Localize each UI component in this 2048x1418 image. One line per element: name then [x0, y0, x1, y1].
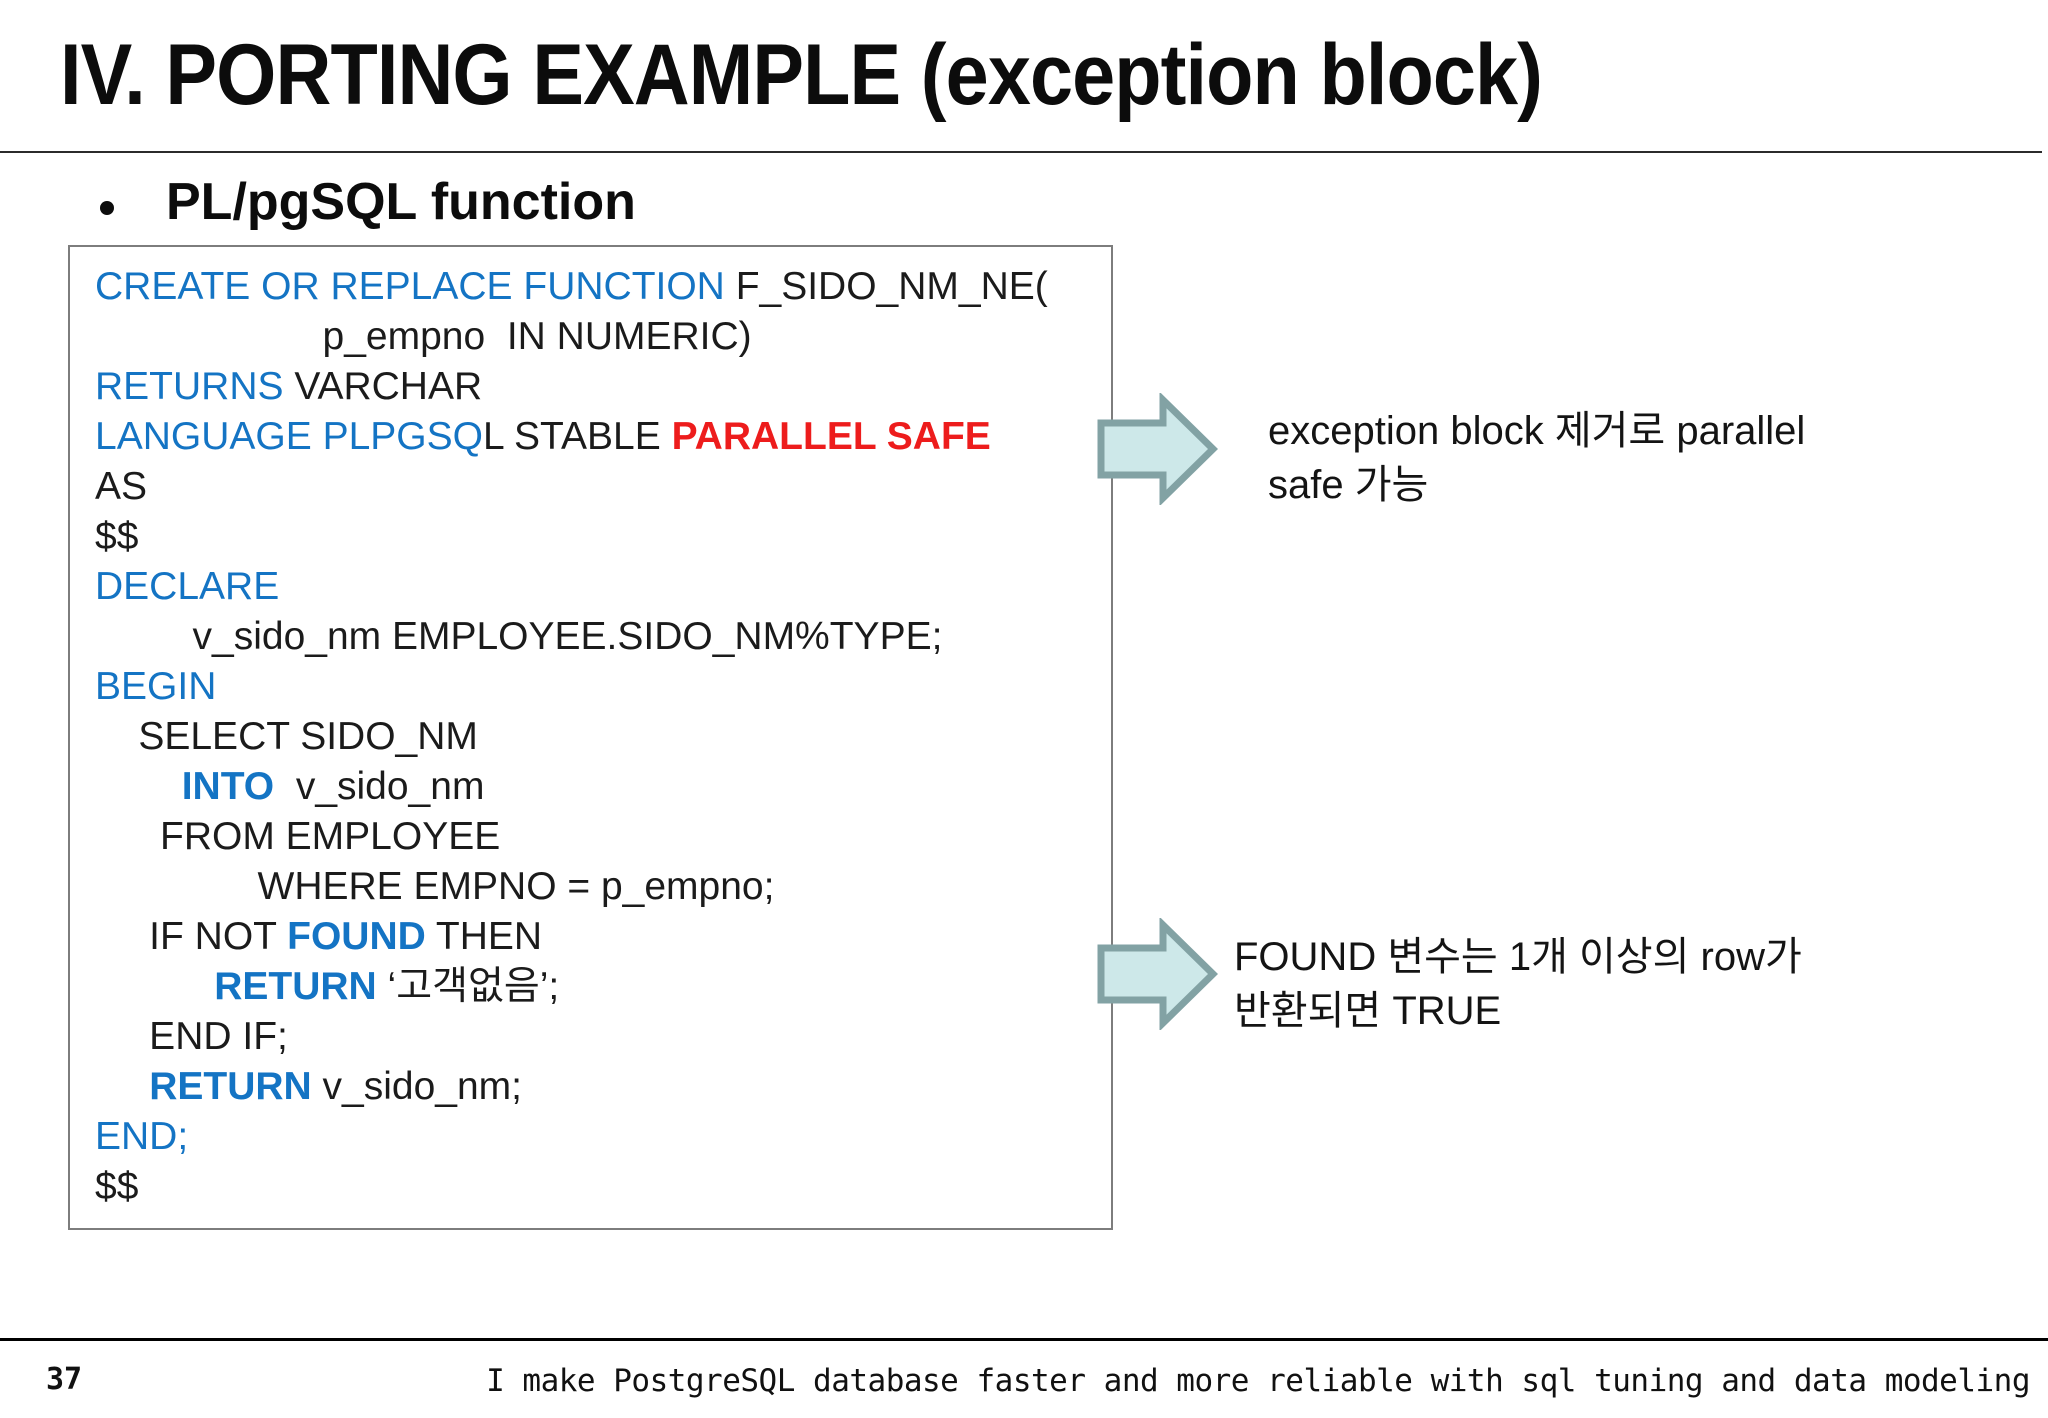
- sql-text: IF NOT: [95, 915, 288, 958]
- code-text: CREATE OR REPLACE FUNCTION F_SIDO_NM_NE(…: [95, 262, 1107, 1212]
- sql-text: [95, 765, 182, 808]
- sql-keyword: INTO: [181, 765, 275, 808]
- code-line: RETURN v_sido_nm;: [95, 1062, 1107, 1112]
- sql-keyword: RETURN: [149, 1065, 312, 1108]
- sql-keyword: BEGIN: [95, 665, 217, 708]
- footer-tagline: I make PostgreSQL database faster and mo…: [486, 1363, 2030, 1399]
- code-line: $$: [95, 1162, 1107, 1212]
- right-block-arrow-icon: [1097, 918, 1218, 1030]
- code-line: SELECT SIDO_NM: [95, 712, 1107, 762]
- code-line: BEGIN: [95, 662, 1107, 712]
- sql-keyword: END;: [95, 1115, 189, 1158]
- code-line: END IF;: [95, 1012, 1107, 1062]
- title-divider: [0, 151, 2042, 153]
- code-line: DECLARE: [95, 562, 1107, 612]
- parallel-safe-highlight: PARALLEL SAFE: [671, 415, 991, 458]
- sql-keyword: RETURNS: [95, 365, 284, 408]
- right-block-arrow-icon: [1097, 393, 1218, 505]
- sql-text: v_sido_nm: [274, 765, 485, 808]
- bullet-dot: [100, 201, 114, 215]
- page-number: 37: [46, 1362, 83, 1397]
- annotation-line: 반환되면 TRUE: [1234, 989, 1502, 1033]
- sql-keyword: CREATE OR REPLACE FUNCTION: [95, 265, 725, 308]
- sql-text: p_empno IN NUMERIC): [95, 315, 752, 358]
- sql-text: WHERE EMPNO = p_empno;: [95, 865, 775, 908]
- code-line: RETURNS VARCHAR: [95, 362, 1107, 412]
- code-block: CREATE OR REPLACE FUNCTION F_SIDO_NM_NE(…: [68, 245, 1113, 1230]
- sql-text: L STABLE: [482, 415, 672, 458]
- page-title: IV. PORTING EXAMPLE (exception block): [60, 27, 1543, 123]
- code-line: $$: [95, 512, 1107, 562]
- code-line: INTO v_sido_nm: [95, 762, 1107, 812]
- sql-text: ‘고객없음’;: [376, 965, 560, 1008]
- annotation-found-variable: FOUND 변수는 1개 이상의 row가 반환되면 TRUE: [1234, 930, 1802, 1038]
- annotation-line: exception block 제거로 parallel: [1268, 409, 1806, 453]
- sql-keyword: DECLARE: [95, 565, 280, 608]
- sql-keyword: RETURN: [214, 965, 377, 1008]
- sql-text: END IF;: [95, 1015, 288, 1058]
- annotation-line: safe 가능: [1268, 463, 1429, 507]
- code-line: IF NOT FOUND THEN: [95, 912, 1107, 962]
- sql-text: THEN: [425, 915, 543, 958]
- bullet-label: PL/pgSQL function: [166, 173, 636, 231]
- sql-text: [95, 1065, 149, 1108]
- footer-divider: [0, 1338, 2048, 1341]
- code-line: AS: [95, 462, 1107, 512]
- code-line: CREATE OR REPLACE FUNCTION F_SIDO_NM_NE(: [95, 262, 1107, 312]
- sql-text: $$: [95, 515, 139, 558]
- sql-text: FROM EMPLOYEE: [95, 815, 501, 858]
- annotation-parallel-safe: exception block 제거로 parallel safe 가능: [1268, 404, 1805, 512]
- sql-text: v_sido_nm;: [311, 1065, 522, 1108]
- sql-text: [95, 965, 214, 1008]
- sql-text: AS: [95, 465, 148, 508]
- code-line: WHERE EMPNO = p_empno;: [95, 862, 1107, 912]
- sql-text: F_SIDO_NM_NE(: [724, 265, 1048, 308]
- code-line: RETURN ‘고객없음’;: [95, 962, 1107, 1012]
- sql-text: v_sido_nm EMPLOYEE.SIDO_NM%TYPE;: [95, 615, 943, 658]
- sql-text: VARCHAR: [283, 365, 483, 408]
- code-line: LANGUAGE PLPGSQL STABLE PARALLEL SAFE: [95, 412, 1107, 462]
- code-line: END;: [95, 1112, 1107, 1162]
- sql-keyword: LANGUAGE PLPGSQ: [95, 415, 483, 458]
- code-line: FROM EMPLOYEE: [95, 812, 1107, 862]
- sql-text: $$: [95, 1165, 139, 1208]
- code-line: p_empno IN NUMERIC): [95, 312, 1107, 362]
- sql-keyword: FOUND: [287, 915, 426, 958]
- sql-text: SELECT SIDO_NM: [95, 715, 478, 758]
- annotation-line: FOUND 변수는 1개 이상의 row가: [1234, 935, 1802, 979]
- code-line: v_sido_nm EMPLOYEE.SIDO_NM%TYPE;: [95, 612, 1107, 662]
